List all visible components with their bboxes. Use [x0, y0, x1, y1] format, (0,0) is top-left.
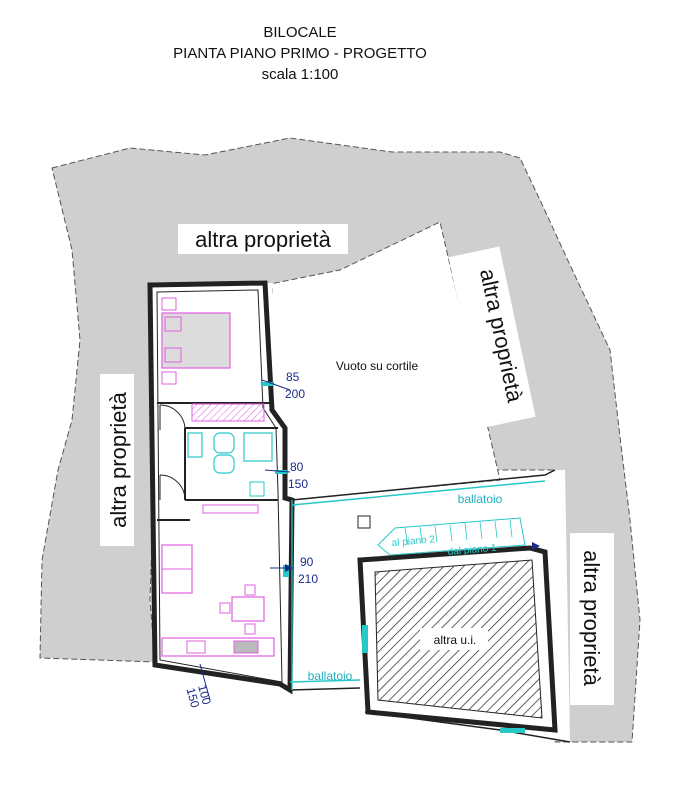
- shelf: [202, 504, 259, 514]
- balcony-upper-label: ballatoio: [458, 492, 503, 506]
- window-bath: [275, 470, 287, 474]
- other-unit-label-bg: [420, 628, 488, 650]
- nightstand-bottom: [161, 371, 177, 385]
- cooktop: [186, 640, 206, 654]
- bilocale-outer-wall: [147, 280, 295, 695]
- bilocale-inner-wall: [156, 289, 283, 683]
- neighbor-top-label-bg: [178, 224, 348, 254]
- window-bedroom: [262, 382, 274, 386]
- window-other-2: [500, 728, 525, 733]
- title-line-1: BILOCALE: [263, 24, 337, 41]
- balcony-railing-lower: [289, 679, 361, 683]
- chair-2: [244, 584, 256, 596]
- wardrobe: [191, 403, 265, 422]
- chair-1: [219, 602, 231, 614]
- opening-4-height: 150: [184, 686, 203, 709]
- opening-2-width: 80: [290, 460, 304, 474]
- toilet: [213, 432, 235, 454]
- neighbor-right-lower-label: altra proprietà: [579, 550, 604, 687]
- balcony-lower-label: ballatoio: [308, 669, 353, 683]
- chair-3: [244, 623, 256, 635]
- washbasin: [187, 432, 203, 458]
- staircase: [377, 517, 526, 556]
- window-other-1: [362, 625, 368, 653]
- stair-from-label: dal piano 1: [447, 543, 497, 558]
- opening-1-height: 200: [285, 387, 305, 401]
- boiler: [249, 481, 265, 497]
- nightstand-top: [161, 297, 177, 311]
- sink: [233, 640, 259, 654]
- balcony-box: [357, 515, 371, 529]
- neighbor-left-label-bg: [100, 374, 134, 546]
- balcony-railing: [291, 480, 546, 506]
- dining-table: [231, 596, 265, 622]
- double-bed: [161, 312, 231, 369]
- stair-arrow: [532, 542, 540, 550]
- neighbor-right-upper-label-bg: [448, 246, 536, 428]
- kitchen-counter: [161, 637, 275, 657]
- opening-1-width: 85: [286, 370, 300, 384]
- neighbor-top-label: altra proprietà: [195, 227, 332, 252]
- title-block: BILOCALE PIANTA PIANO PRIMO - PROGETTO s…: [0, 22, 600, 85]
- stair-up-label: al piano 2: [391, 534, 436, 549]
- courtyard-void-label: Vuoto su cortile: [336, 359, 419, 373]
- opening-3-width: 90: [300, 555, 314, 569]
- opening-3-height: 210: [298, 572, 318, 586]
- opening-4-width: 100: [195, 683, 214, 706]
- opening-2-height: 150: [288, 477, 308, 491]
- title-line-2: PIANTA PIANO PRIMO - PROGETTO: [173, 45, 427, 62]
- door-swing-bathroom: [159, 474, 186, 501]
- other-unit-label: altra u.i.: [434, 633, 477, 647]
- door-swing-bedroom: [159, 404, 186, 431]
- neighbor-left-label: altra proprietà: [106, 391, 131, 528]
- bidet: [213, 454, 235, 474]
- neighbor-right-lower-label-bg: [570, 533, 614, 705]
- title-line-3: scala 1:100: [261, 66, 339, 83]
- shower: [243, 432, 273, 462]
